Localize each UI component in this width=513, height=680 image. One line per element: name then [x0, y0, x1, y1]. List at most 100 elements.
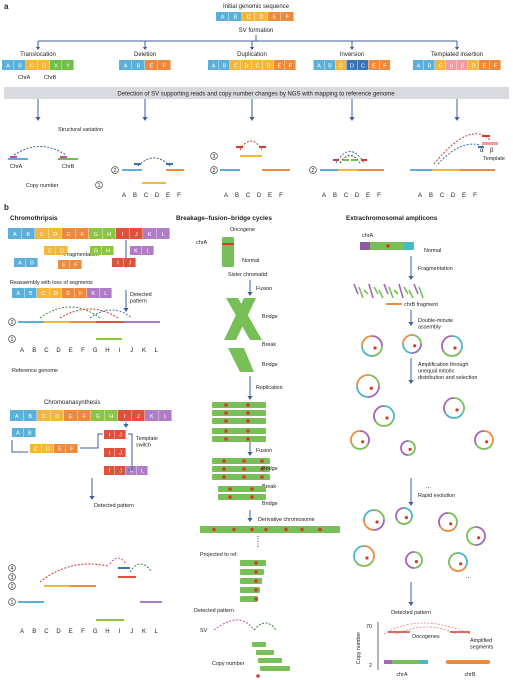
sv-segment-label: A: [317, 63, 321, 69]
ca-initial-segment-F: [77, 410, 91, 421]
breakpoint-dot: [242, 459, 246, 463]
cn-chra-label: chrA: [396, 672, 407, 678]
ecdna-oncogene-dot: [449, 522, 453, 526]
ca-frag-segment-label: I: [109, 450, 111, 456]
double-minute-label: assembly: [418, 325, 441, 331]
breakpoint-dot: [246, 429, 250, 433]
sv-segment-A: [413, 60, 424, 70]
ecdna-fragment: [368, 283, 374, 299]
ecdna-fragment: [353, 283, 359, 295]
ref-letter-ca: J: [130, 629, 133, 635]
ref-letter-ct: E: [69, 348, 73, 354]
ecdna-arc: [400, 440, 409, 456]
ecdna-circle: [363, 509, 385, 531]
ecdna-arc: [373, 405, 385, 422]
sv-category-title: Templated insertion: [431, 52, 483, 58]
read-mark: [482, 135, 490, 137]
ca-initial-segment-label: K: [150, 414, 154, 420]
breakpoint-dot: [254, 597, 258, 601]
ca-frag-segment-label: J: [119, 432, 122, 438]
ct-reassembled-segment-K: [87, 288, 100, 298]
ca-initial-segment-label: L: [164, 414, 167, 420]
ct-initial-segment-label: A: [13, 232, 17, 238]
ca-arrow-head: [123, 424, 129, 428]
tree-branch-head: [142, 47, 148, 50]
read-mark: [134, 163, 141, 165]
ref-letter-ct: H: [105, 348, 109, 354]
cn-label: 3: [213, 154, 216, 160]
ref-letter-dup: D: [257, 193, 262, 199]
ref-letter-ct: B: [32, 348, 36, 354]
ct-initial-segment-label: D: [53, 232, 57, 238]
ref-letter-dup: A: [224, 193, 228, 199]
ecdna-circle-b: [402, 334, 422, 354]
breakpoint-dot: [250, 495, 254, 499]
ct-frag-segment-label: B: [30, 260, 34, 266]
ref-letter-inv: E: [366, 193, 370, 199]
breakpoint-dot: [254, 579, 258, 583]
tree-branch-head: [454, 47, 460, 50]
breakpoint-dot: [256, 674, 260, 678]
read-mark: [60, 156, 67, 158]
ecdna-chra-end: [360, 242, 370, 250]
ca-initial-segment-E: [64, 410, 78, 421]
replicated-chromatid: [212, 410, 266, 416]
ca-frag-segment-label: E: [58, 446, 62, 452]
alpha-label: α: [480, 148, 484, 154]
read-mark: [166, 163, 173, 165]
breakpoint-dot: [242, 467, 246, 471]
detection-banner-text: Detection of SV supporting reads and cop…: [117, 92, 395, 98]
detection-banner: [4, 87, 509, 99]
ref-letter-inv: C: [344, 193, 349, 199]
ct-initial-segment-J: [129, 228, 143, 239]
translocation-chrb-label: ChrB: [44, 75, 57, 81]
ecdna-arc: [451, 335, 463, 352]
ca-initial-segment-I: [118, 410, 132, 421]
bfb-arrow-head: [247, 396, 253, 400]
ecdna-arc: [402, 343, 413, 354]
read-mark: [236, 146, 243, 148]
sv-segment-label: B: [137, 63, 141, 69]
ct-frag-segment-D: [56, 246, 68, 255]
ct-initial-segment-label: C: [40, 232, 44, 238]
ca-arc: [109, 557, 127, 565]
ecdna-oncogene-dot: [453, 346, 457, 350]
ecdna-oncogene-dot: [455, 408, 459, 412]
breakpoint-dot: [228, 487, 232, 491]
ct-initial-segment-G: [89, 228, 103, 239]
breakpoint-dot: [300, 527, 304, 532]
ref-letter-dup: B: [235, 193, 239, 199]
panel-a-letter: a: [4, 2, 9, 11]
ref-letter-ct: F: [81, 348, 85, 354]
ct-reassembled-segment-label: A: [16, 291, 20, 297]
tree-branch-head: [349, 47, 355, 50]
ref-letter-ca: E: [69, 629, 73, 635]
sv-segment-label: Y: [66, 63, 70, 69]
ecdna-oncogene-dot: [375, 520, 379, 524]
ecdna-arc: [396, 519, 412, 525]
ecdna-title: Extrachromosomal amplicons: [346, 215, 438, 222]
bfb-normal-label: Normal: [242, 258, 259, 264]
sv-segment-F: [379, 60, 391, 70]
ca-initial-segment-label: D: [55, 414, 59, 420]
ref-letter-inv: B: [333, 193, 337, 199]
ecdna-oncogene-dot: [361, 440, 365, 444]
ca-detected-label: Detected pattern: [94, 503, 134, 509]
read-mark: [10, 156, 17, 158]
bfb-sv-arc: [253, 622, 277, 631]
ref-letter-ct: D: [56, 348, 61, 354]
copy-number-step: [256, 650, 274, 655]
bfb-arrow-head: [247, 452, 253, 456]
sv-segment-label: B: [223, 63, 227, 69]
ct-frag-segment-C: [44, 246, 56, 255]
ct-arrow2-head: [123, 308, 129, 312]
cn-axis-label: Copy number: [356, 632, 362, 665]
sv-segment-label: B: [18, 63, 22, 69]
read-mark: [351, 159, 357, 161]
cn-label: 2: [312, 168, 315, 174]
ecdna-arc: [363, 519, 375, 531]
cn-chra-end2: [420, 660, 428, 664]
ref-letter-del: C: [144, 193, 149, 199]
ct-initial-segment-C: [35, 228, 49, 239]
sv-segment-A: [2, 60, 14, 70]
